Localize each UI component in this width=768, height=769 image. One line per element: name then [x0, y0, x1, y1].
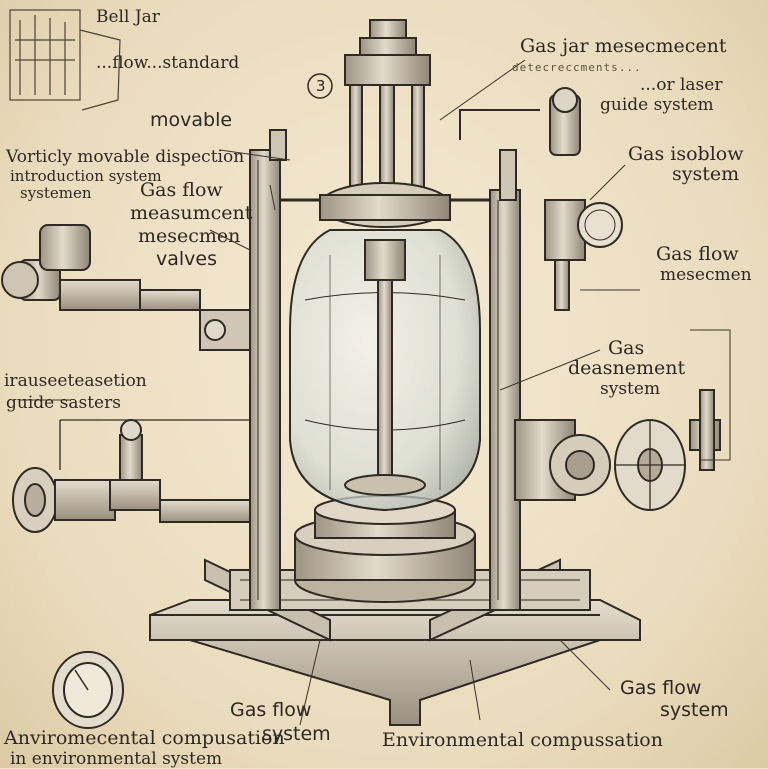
callout-number: 3 [316, 77, 326, 95]
label-env-compensation-bottom: Environmental compussation [382, 729, 663, 751]
left-valve-assembly [1, 224, 251, 351]
pedestal [294, 495, 476, 603]
label-movable: movable [150, 109, 233, 131]
top-column [319, 19, 451, 228]
label-valves: valves [156, 248, 217, 270]
label-env-system-left: in environmental system [10, 749, 223, 769]
leader-lines [20, 59, 731, 726]
label-systemen: systemen [20, 184, 92, 202]
label-gas-measurement: Gas [608, 337, 645, 359]
label-gas-flow-measurement: measumcent [130, 202, 253, 224]
label-env-compensation-left: Anviromecental compusation [4, 727, 285, 749]
label-vertically-movable: Vorticly movable dispection [6, 147, 245, 167]
label-bell-jar: Bell Jar [96, 7, 160, 27]
label-gas-meas-system: system [600, 379, 661, 399]
label-gas-flow-right: Gas flow [656, 243, 739, 265]
bottom-left-gauge [52, 651, 124, 729]
callout-circle [307, 73, 333, 99]
label-gas-flow-bottom: Gas flow [230, 699, 312, 721]
label-gas-flow-right-sub: mesecmen [660, 265, 752, 285]
bell-jar [289, 229, 481, 512]
label-guide-sasters: guide sasters [6, 393, 121, 413]
label-introduction-left: irauseeteasetion [4, 371, 147, 391]
label-isoblow-system: system [672, 163, 740, 185]
right-wheel-assembly [514, 389, 721, 511]
sketch-top-left [9, 9, 121, 111]
label-introduction-system: introduction system [10, 167, 162, 185]
right-gauge-assembly [459, 87, 623, 311]
label-or-laser: ...or laser [640, 75, 723, 95]
lower-left-wheel-assembly [12, 419, 251, 533]
label-gas-jar: Gas jar mesecmecent [520, 35, 727, 57]
label-gas-flow-system-right-2: system [660, 699, 729, 721]
frame-columns [249, 129, 521, 611]
label-gas-jar-detect: detecreccments... [512, 61, 642, 74]
label-gas-deasnement: deasnement [568, 357, 686, 379]
label-guide-system: guide system [600, 95, 714, 115]
label-gas-flow-bottom-system: system [262, 723, 331, 745]
label-flow-standard: ...flow...standard [96, 53, 240, 73]
label-gas-flow-mesecmen: mesecmen [138, 225, 241, 247]
label-gas-flow-system-right: Gas flow [620, 677, 702, 699]
label-gas-isoblow: Gas isoblow [628, 143, 744, 165]
label-gas-flow-valves-title: Gas flow [140, 179, 223, 201]
